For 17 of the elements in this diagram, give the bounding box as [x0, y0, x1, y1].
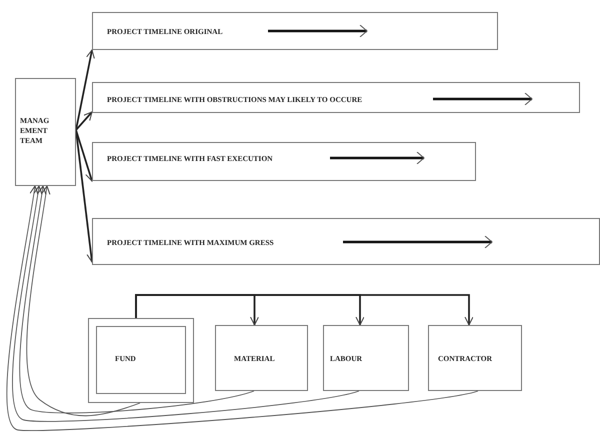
- arrow: [75, 130, 94, 182]
- curved-arrow: [26, 186, 140, 416]
- resource-box: [428, 325, 522, 391]
- curved-arrow: [19, 186, 254, 414]
- arrow: [75, 111, 93, 131]
- arrow: [135, 294, 474, 326]
- curved-arrow: [6, 186, 478, 432]
- resource-box: [88, 318, 194, 403]
- resource-box: [323, 325, 409, 391]
- resource-box: [215, 325, 308, 391]
- curved-arrow: [12, 186, 360, 422]
- timeline-box: [92, 12, 498, 50]
- timeline-box: [92, 82, 580, 113]
- timeline-box: [92, 218, 600, 265]
- arrow: [75, 50, 95, 130]
- team-box: [15, 78, 76, 186]
- timeline-box: [92, 142, 476, 181]
